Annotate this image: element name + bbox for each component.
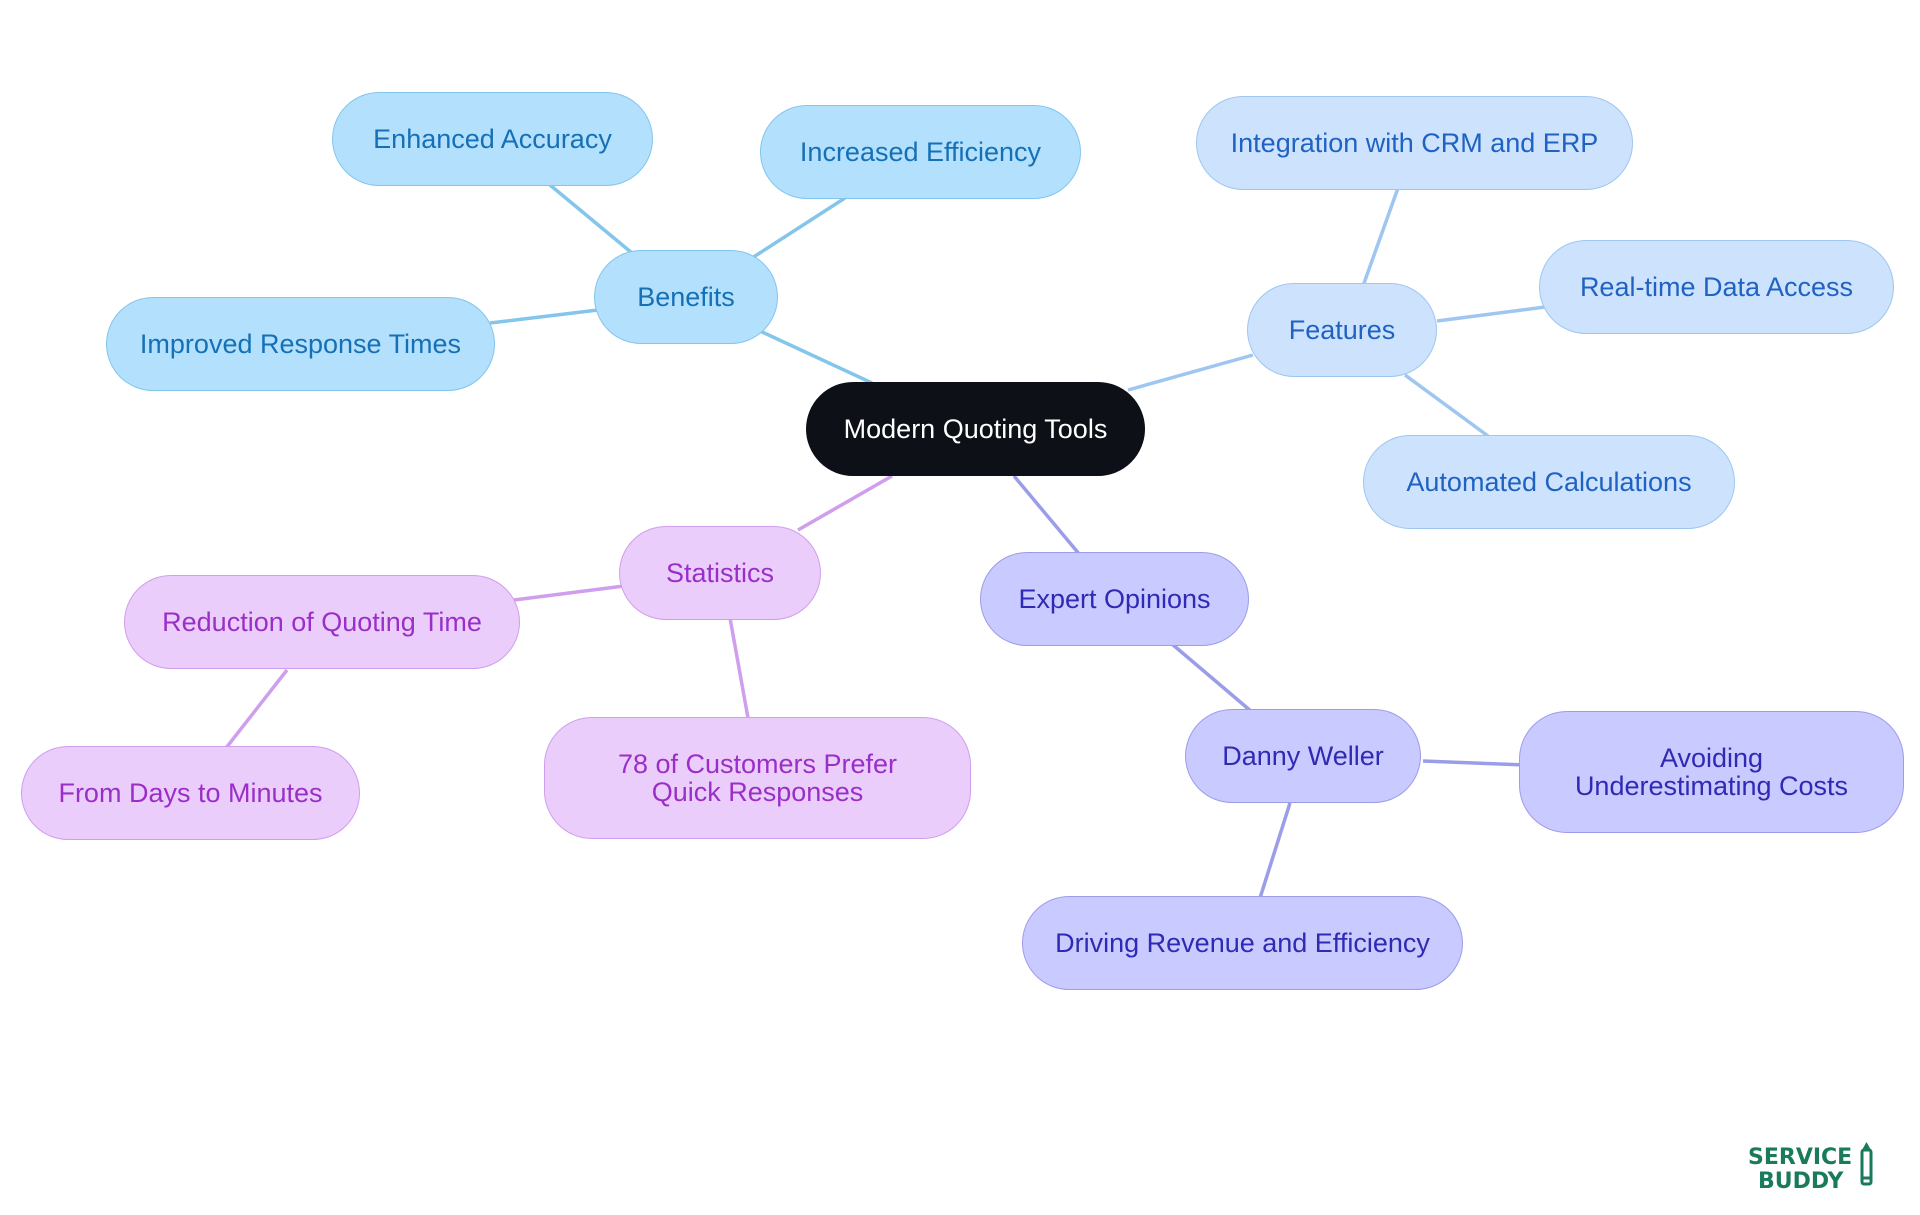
branch-features-node[interactable]: Features — [1247, 283, 1437, 377]
edge-root-expert — [1012, 474, 1082, 557]
edge-benefits-efficiency — [751, 196, 846, 260]
logo-line2: BUDDY — [1758, 1169, 1845, 1194]
danny-weller-node[interactable]: Danny Weller — [1185, 709, 1421, 803]
days-to-minutes-node[interactable]: From Days to Minutes — [21, 746, 360, 840]
edge-expert-danny — [1170, 642, 1254, 714]
improved-response-times-node[interactable]: Improved Response Times — [106, 297, 495, 391]
enhanced-accuracy-node[interactable]: Enhanced Accuracy — [332, 92, 653, 186]
edge-reduction-days — [224, 668, 289, 750]
avoiding-underestimating-costs-node[interactable]: Avoiding Underestimating Costs — [1519, 711, 1904, 833]
edge-root-benefits — [759, 329, 873, 385]
edge-stats-reduction — [513, 584, 625, 602]
customers-prefer-quick-node[interactable]: 78 of Customers Prefer Quick Responses — [544, 717, 971, 839]
edge-root-statistics — [797, 474, 893, 532]
branch-benefits-node[interactable]: Benefits — [594, 250, 778, 344]
edge-benefits-accuracy — [548, 183, 634, 255]
logo-line1: SERVICE — [1748, 1145, 1852, 1170]
edge-features-calc — [1403, 373, 1490, 438]
automated-calculations-node[interactable]: Automated Calculations — [1363, 435, 1735, 529]
branch-statistics-node[interactable]: Statistics — [619, 526, 821, 620]
edge-danny-avoiding — [1422, 759, 1526, 767]
edge-features-realtime — [1436, 305, 1546, 323]
realtime-data-access-node[interactable]: Real-time Data Access — [1539, 240, 1894, 334]
edge-danny-driving — [1258, 802, 1292, 899]
reduction-quoting-time-node[interactable]: Reduction of Quoting Time — [124, 575, 520, 669]
branch-expert-opinions-node[interactable]: Expert Opinions — [980, 552, 1249, 646]
driving-revenue-efficiency-node[interactable]: Driving Revenue and Efficiency — [1022, 896, 1463, 990]
root-node[interactable]: Modern Quoting Tools — [806, 382, 1145, 476]
edge-stats-78 — [728, 617, 750, 719]
increased-efficiency-node[interactable]: Increased Efficiency — [760, 105, 1081, 199]
edge-benefits-response — [489, 308, 599, 325]
pencil-icon — [1860, 1142, 1873, 1186]
service-buddy-logo: SERVICE BUDDY — [1748, 1142, 1873, 1194]
edge-features-crm — [1361, 187, 1400, 287]
integration-crm-erp-node[interactable]: Integration with CRM and ERP — [1196, 96, 1633, 190]
edge-root-features — [1127, 353, 1254, 392]
